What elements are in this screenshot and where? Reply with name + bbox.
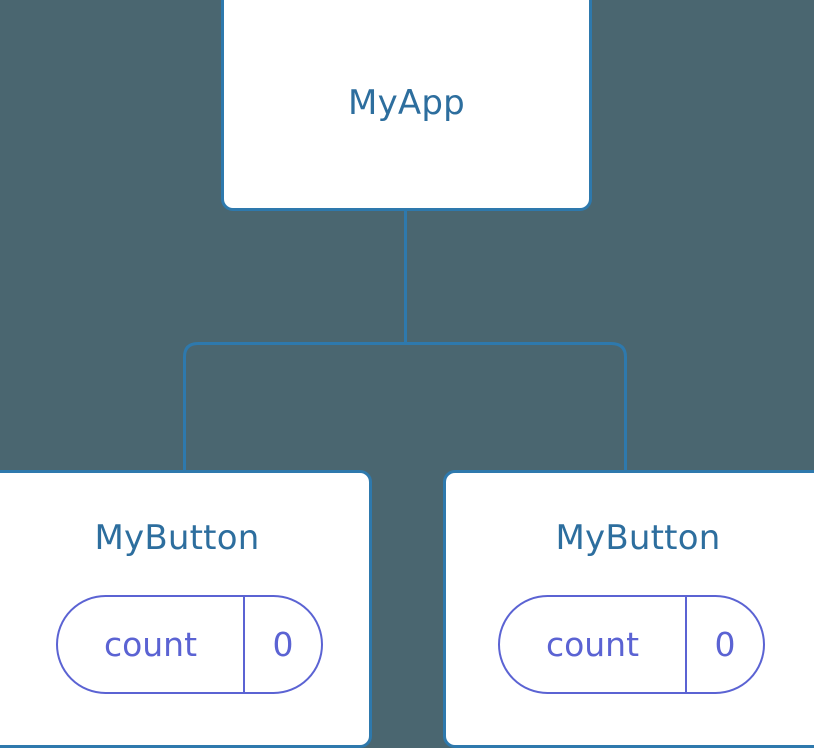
node-mybutton-right[interactable]: MyButton count 0	[443, 470, 814, 748]
state-pill-right-value: 0	[685, 597, 763, 692]
edge-root-to-child-left	[183, 342, 406, 472]
node-mybutton-right-title: MyButton	[555, 518, 721, 558]
state-pill-left-key: count	[103, 625, 198, 664]
node-mybutton-left[interactable]: MyButton count 0	[0, 470, 372, 748]
edge-root-to-child-right	[405, 342, 627, 472]
node-myapp-title: MyApp	[348, 82, 465, 123]
state-pill-right-key: count	[545, 625, 640, 664]
state-pill-right[interactable]: count 0	[498, 595, 765, 694]
state-pill-left-value: 0	[243, 597, 321, 692]
node-myapp[interactable]: MyApp	[221, 0, 592, 211]
node-mybutton-left-title: MyButton	[94, 518, 260, 558]
state-pill-left[interactable]: count 0	[56, 595, 323, 694]
